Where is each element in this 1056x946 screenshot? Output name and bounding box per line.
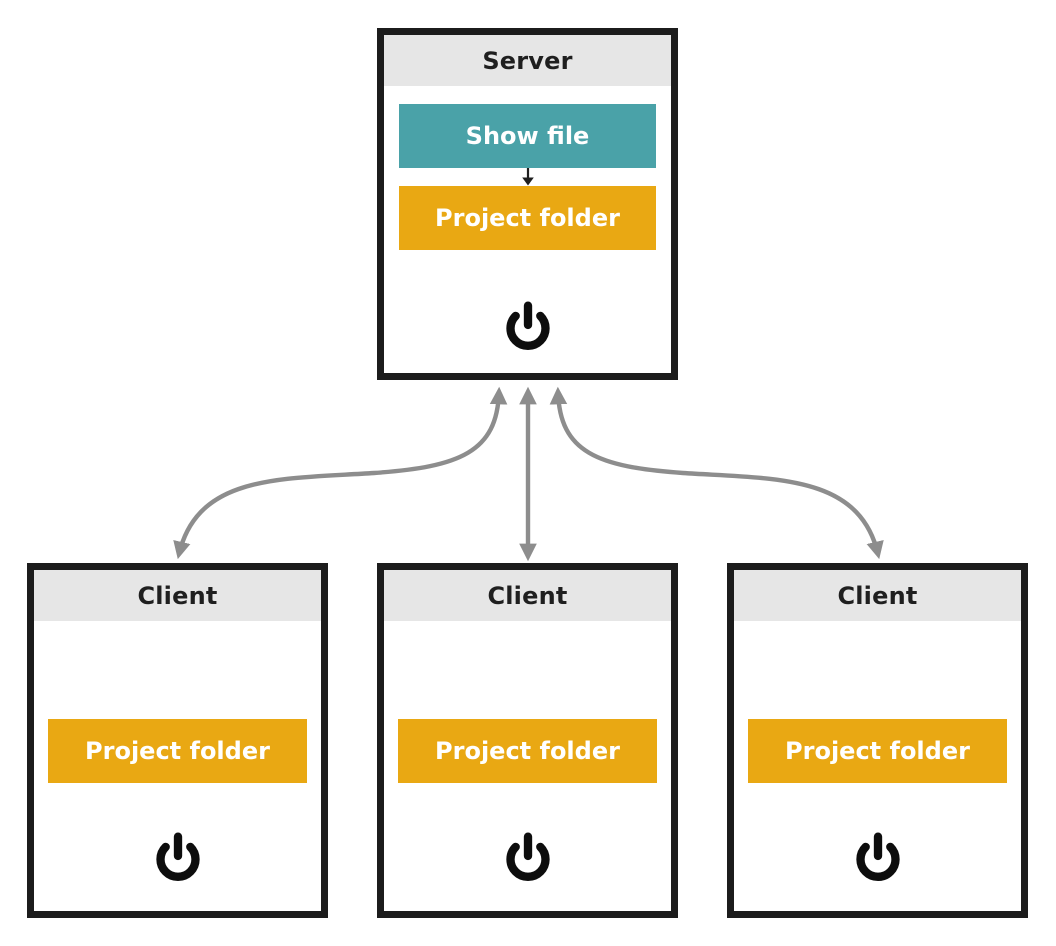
connection-arrow-right — [549, 386, 884, 560]
client-left-project-folder-button[interactable]: Project folder — [48, 719, 307, 783]
client-node-right: Client Project folder — [727, 563, 1028, 918]
client-node-middle: Client Project folder — [377, 563, 678, 918]
client-right-header: Client — [734, 570, 1021, 621]
server-title: Server — [482, 46, 573, 75]
server-project-folder-button[interactable]: Project folder — [399, 186, 656, 250]
client-middle-project-folder-button[interactable]: Project folder — [398, 719, 657, 783]
client-right-title: Client — [837, 581, 918, 610]
client-middle-header: Client — [384, 570, 671, 621]
client-node-left: Client Project folder — [27, 563, 328, 918]
connection-arrow-left — [173, 386, 508, 560]
server-header: Server — [384, 35, 671, 86]
power-icon — [155, 832, 200, 881]
power-icon — [855, 832, 900, 881]
server-power-button[interactable] — [503, 301, 553, 351]
server-node: Server Show file Project folder — [377, 28, 678, 380]
client-middle-title: Client — [487, 581, 568, 610]
client-right-project-folder-button[interactable]: Project folder — [748, 719, 1007, 783]
client-left-title: Client — [137, 581, 218, 610]
client-left-header: Client — [34, 570, 321, 621]
power-icon — [505, 301, 550, 350]
show-file-button[interactable]: Show file — [399, 104, 656, 168]
client-right-power-button[interactable] — [853, 832, 903, 882]
client-left-power-button[interactable] — [153, 832, 203, 882]
power-icon — [505, 832, 550, 881]
client-middle-power-button[interactable] — [503, 832, 553, 882]
down-arrow-icon — [521, 168, 534, 186]
